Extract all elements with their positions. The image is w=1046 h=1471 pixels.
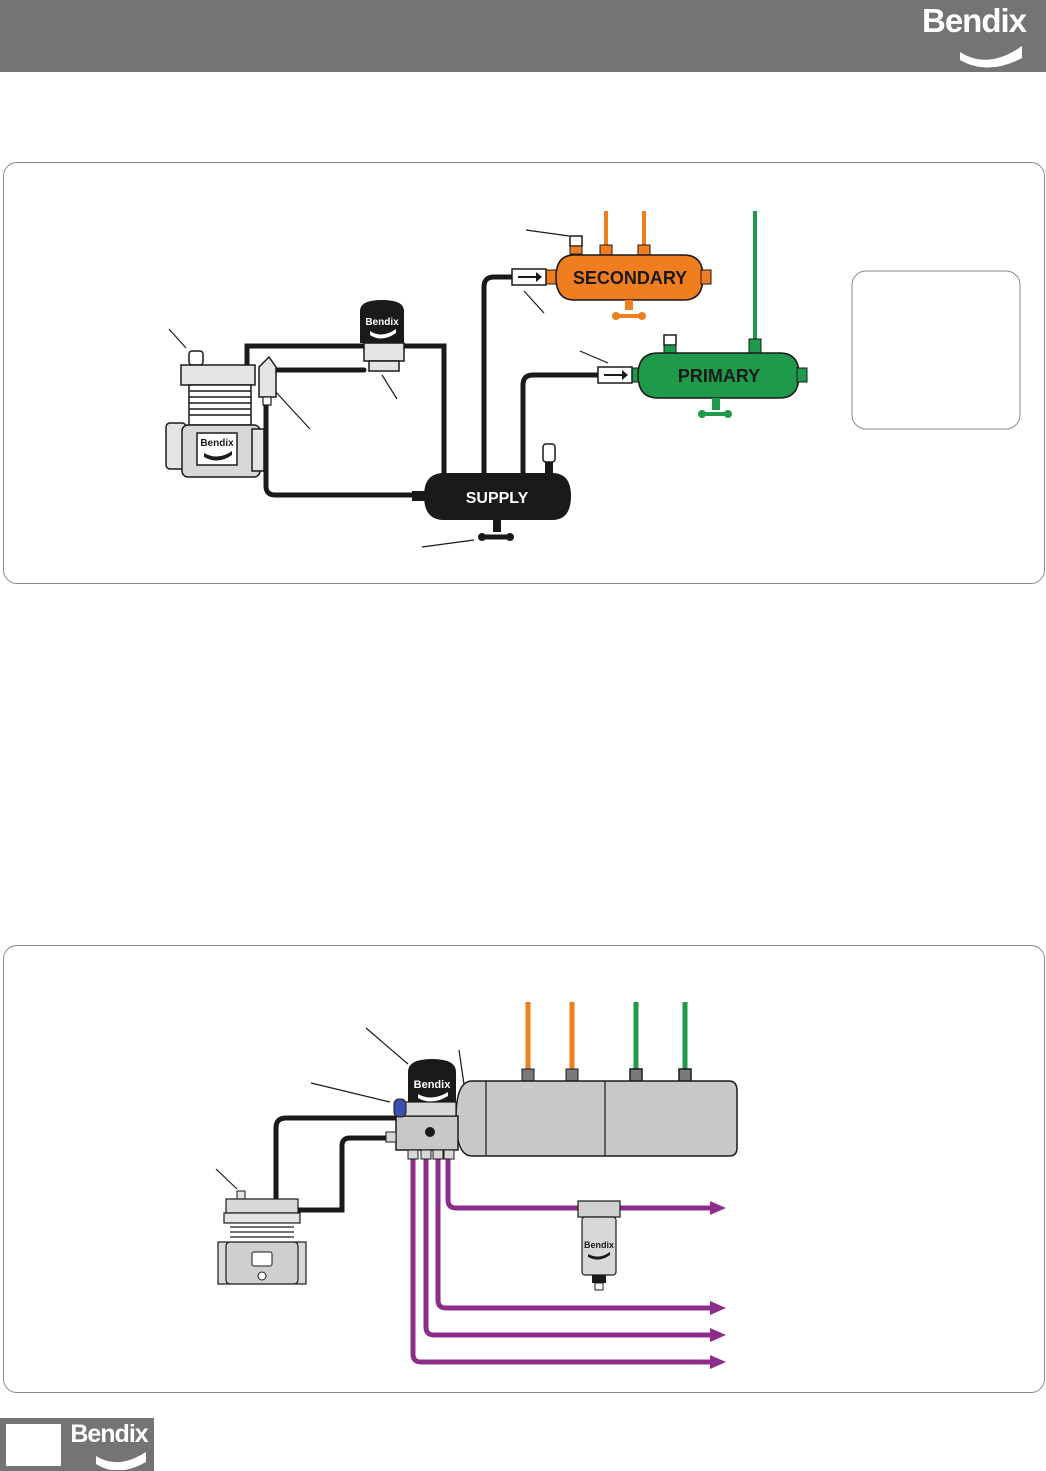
legend-box	[851, 270, 1021, 430]
compressor-brand-label: Bendix	[200, 438, 234, 449]
primary-tank-label: PRIMARY	[678, 366, 760, 386]
module-brand-label: Bendix	[414, 1079, 452, 1091]
bendix-logo: Bendix	[918, 2, 1030, 68]
footer-logo-swoosh-icon	[96, 1452, 146, 1470]
footer-bendix-logo: Bendix	[66, 1420, 152, 1470]
secondary-tank-label: SECONDARY	[573, 268, 687, 288]
integrated-system-diagram-panel: Bendix Bendix	[3, 945, 1045, 1393]
dryer-brand-label: Bendix	[365, 317, 399, 328]
page-number-area	[6, 1424, 61, 1466]
primary-tank: PRIMARY	[627, 211, 808, 418]
integrated-dryer-module: Bendix	[385, 1059, 459, 1160]
accessory-arrow-icons	[710, 1201, 726, 1369]
secondary-delivery-lines	[525, 1002, 575, 1072]
governor-knob-icon	[393, 1098, 407, 1118]
air-system-diagram-panel: Bendix Bendix SUPPLY	[3, 162, 1045, 584]
integrated-system-diagram: Bendix Bendix	[215, 1002, 738, 1369]
integrated-reservoir	[455, 1068, 738, 1157]
inline-filter: Bendix	[577, 1200, 621, 1291]
logo-swoosh-icon	[960, 46, 1022, 68]
secondary-tank: SECONDARY	[545, 211, 712, 320]
footer-brand-box: Bendix	[0, 1418, 154, 1471]
air-dryer: Bendix	[360, 300, 405, 372]
check-valve-primary	[597, 366, 633, 384]
footer-brand-name: Bendix	[70, 1420, 148, 1448]
check-valve-secondary	[511, 268, 547, 286]
governor-icon	[188, 350, 204, 366]
primary-delivery-lines	[633, 1002, 688, 1072]
compressor: Bendix	[165, 350, 265, 478]
compressor-bottom	[217, 1190, 307, 1285]
brand-name: Bendix	[921, 2, 1027, 39]
air-system-diagram: Bendix Bendix SUPPLY	[165, 211, 1021, 548]
supply-tank-label: SUPPLY	[466, 490, 529, 507]
air-lines	[244, 274, 603, 498]
leader-lines	[168, 229, 609, 548]
accessory-lines	[410, 1155, 715, 1365]
safety-valve-icon	[542, 443, 556, 463]
unloader-valve	[258, 355, 277, 406]
pressure-protection-icon	[569, 235, 583, 247]
supply-tank: SUPPLY	[412, 443, 571, 541]
header-bar: Bendix	[0, 0, 1046, 72]
pressure-gauge-icon	[663, 334, 677, 346]
filter-brand-label: Bendix	[584, 1240, 614, 1250]
